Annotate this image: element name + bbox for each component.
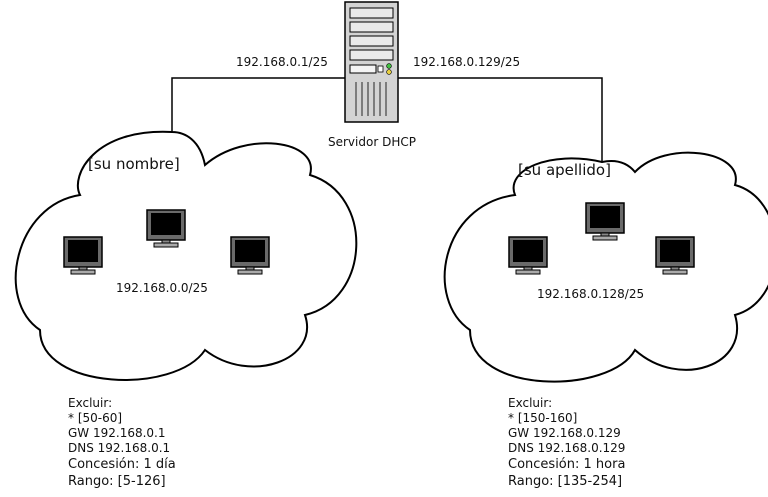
link-right (398, 77, 603, 162)
server-label: Servidor DHCP (328, 135, 416, 149)
server-left-interface-label: 192.168.0.1/25 (236, 55, 328, 69)
address-range: Rango: [135-254] (508, 474, 623, 489)
right-network-name: [su apellido] (518, 161, 611, 179)
left-subnet-label: 192.168.0.0/25 (116, 281, 208, 295)
exclude-range: * [150-160] (508, 411, 578, 425)
left-network-name: [su nombre] (88, 155, 180, 173)
left-dhcp-config: Excluir: * [50-60] GW 192.168.0.1 DNS 19… (68, 396, 176, 490)
cloud-left (14, 130, 358, 381)
dns: DNS 192.168.0.129 (508, 441, 626, 455)
lease-time: Concesión: 1 hora (508, 457, 626, 472)
cloud-right (443, 151, 768, 383)
right-dhcp-config: Excluir: * [150-160] GW 192.168.0.129 DN… (508, 396, 625, 490)
lease-time: Concesión: 1 día (68, 457, 176, 472)
address-range: Rango: [5-126] (68, 474, 166, 489)
dns: DNS 192.168.0.1 (68, 441, 171, 455)
right-subnet-label: 192.168.0.128/25 (537, 287, 645, 301)
exclude-range: * [50-60] (68, 411, 123, 425)
server-icon (344, 1, 399, 123)
exclude-label: Excluir: (68, 396, 113, 410)
link-left (171, 77, 345, 132)
server-right-interface-label: 192.168.0.129/25 (413, 55, 521, 69)
exclude-label: Excluir: (508, 396, 553, 410)
gateway: GW 192.168.0.129 (508, 426, 621, 440)
gateway: GW 192.168.0.1 (68, 426, 166, 440)
